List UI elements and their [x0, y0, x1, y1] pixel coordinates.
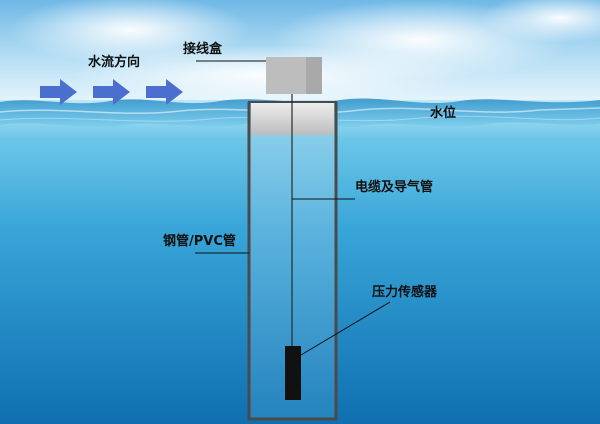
junction-box: [266, 57, 322, 94]
pipe-label: 钢管/PVC管: [163, 234, 236, 249]
right-arrow-icon: [40, 79, 77, 105]
pressure-sensor-label: 压力传感器: [372, 285, 438, 300]
cable-vent-tube-label: 电缆及导气管: [355, 180, 434, 195]
flow-direction-label: 水流方向: [88, 55, 141, 70]
flow-arrows: [40, 79, 183, 105]
right-arrow-icon: [146, 79, 183, 105]
water-level-label: 水位: [430, 106, 457, 121]
junction-box-label: 接线盒: [183, 42, 223, 57]
sensor-leader: [300, 301, 391, 356]
pressure-sensor: [285, 346, 301, 400]
leader-lines: [195, 60, 391, 356]
right-arrow-icon: [93, 79, 130, 105]
